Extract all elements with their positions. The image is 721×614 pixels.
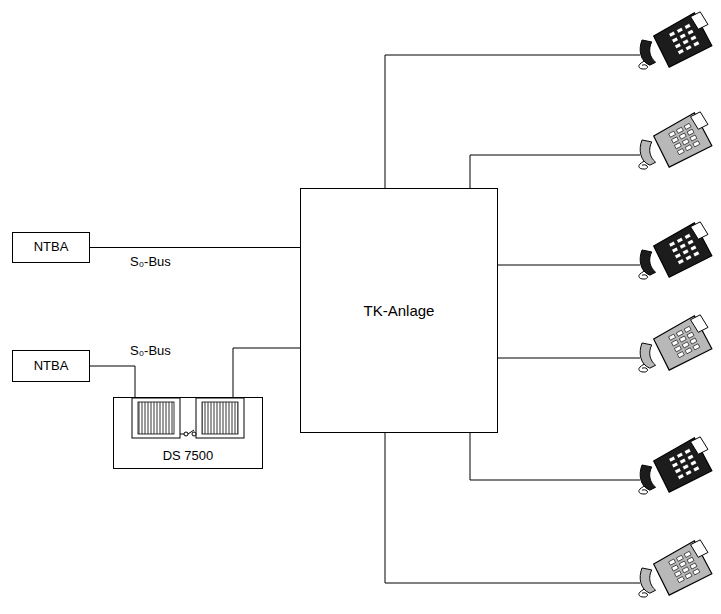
node-label: NTBA <box>34 240 69 255</box>
pbx-box: TK-Anlage <box>300 188 498 433</box>
telephone <box>639 12 712 597</box>
node-label: DS 7500 <box>163 449 214 464</box>
node-label: NTBA <box>34 359 69 374</box>
ntba-box: NTBA <box>12 350 90 382</box>
bus-label: S₀-Bus <box>128 255 173 269</box>
bus-line <box>90 366 135 397</box>
ntba-box: NTBA <box>12 232 90 263</box>
bus-line <box>233 348 300 397</box>
node-label: TK-Anlage <box>364 302 435 319</box>
surge-protector-box: DS 7500 <box>113 397 263 469</box>
bus-label: S₀-Bus <box>128 344 173 358</box>
bus-line <box>90 247 300 248</box>
